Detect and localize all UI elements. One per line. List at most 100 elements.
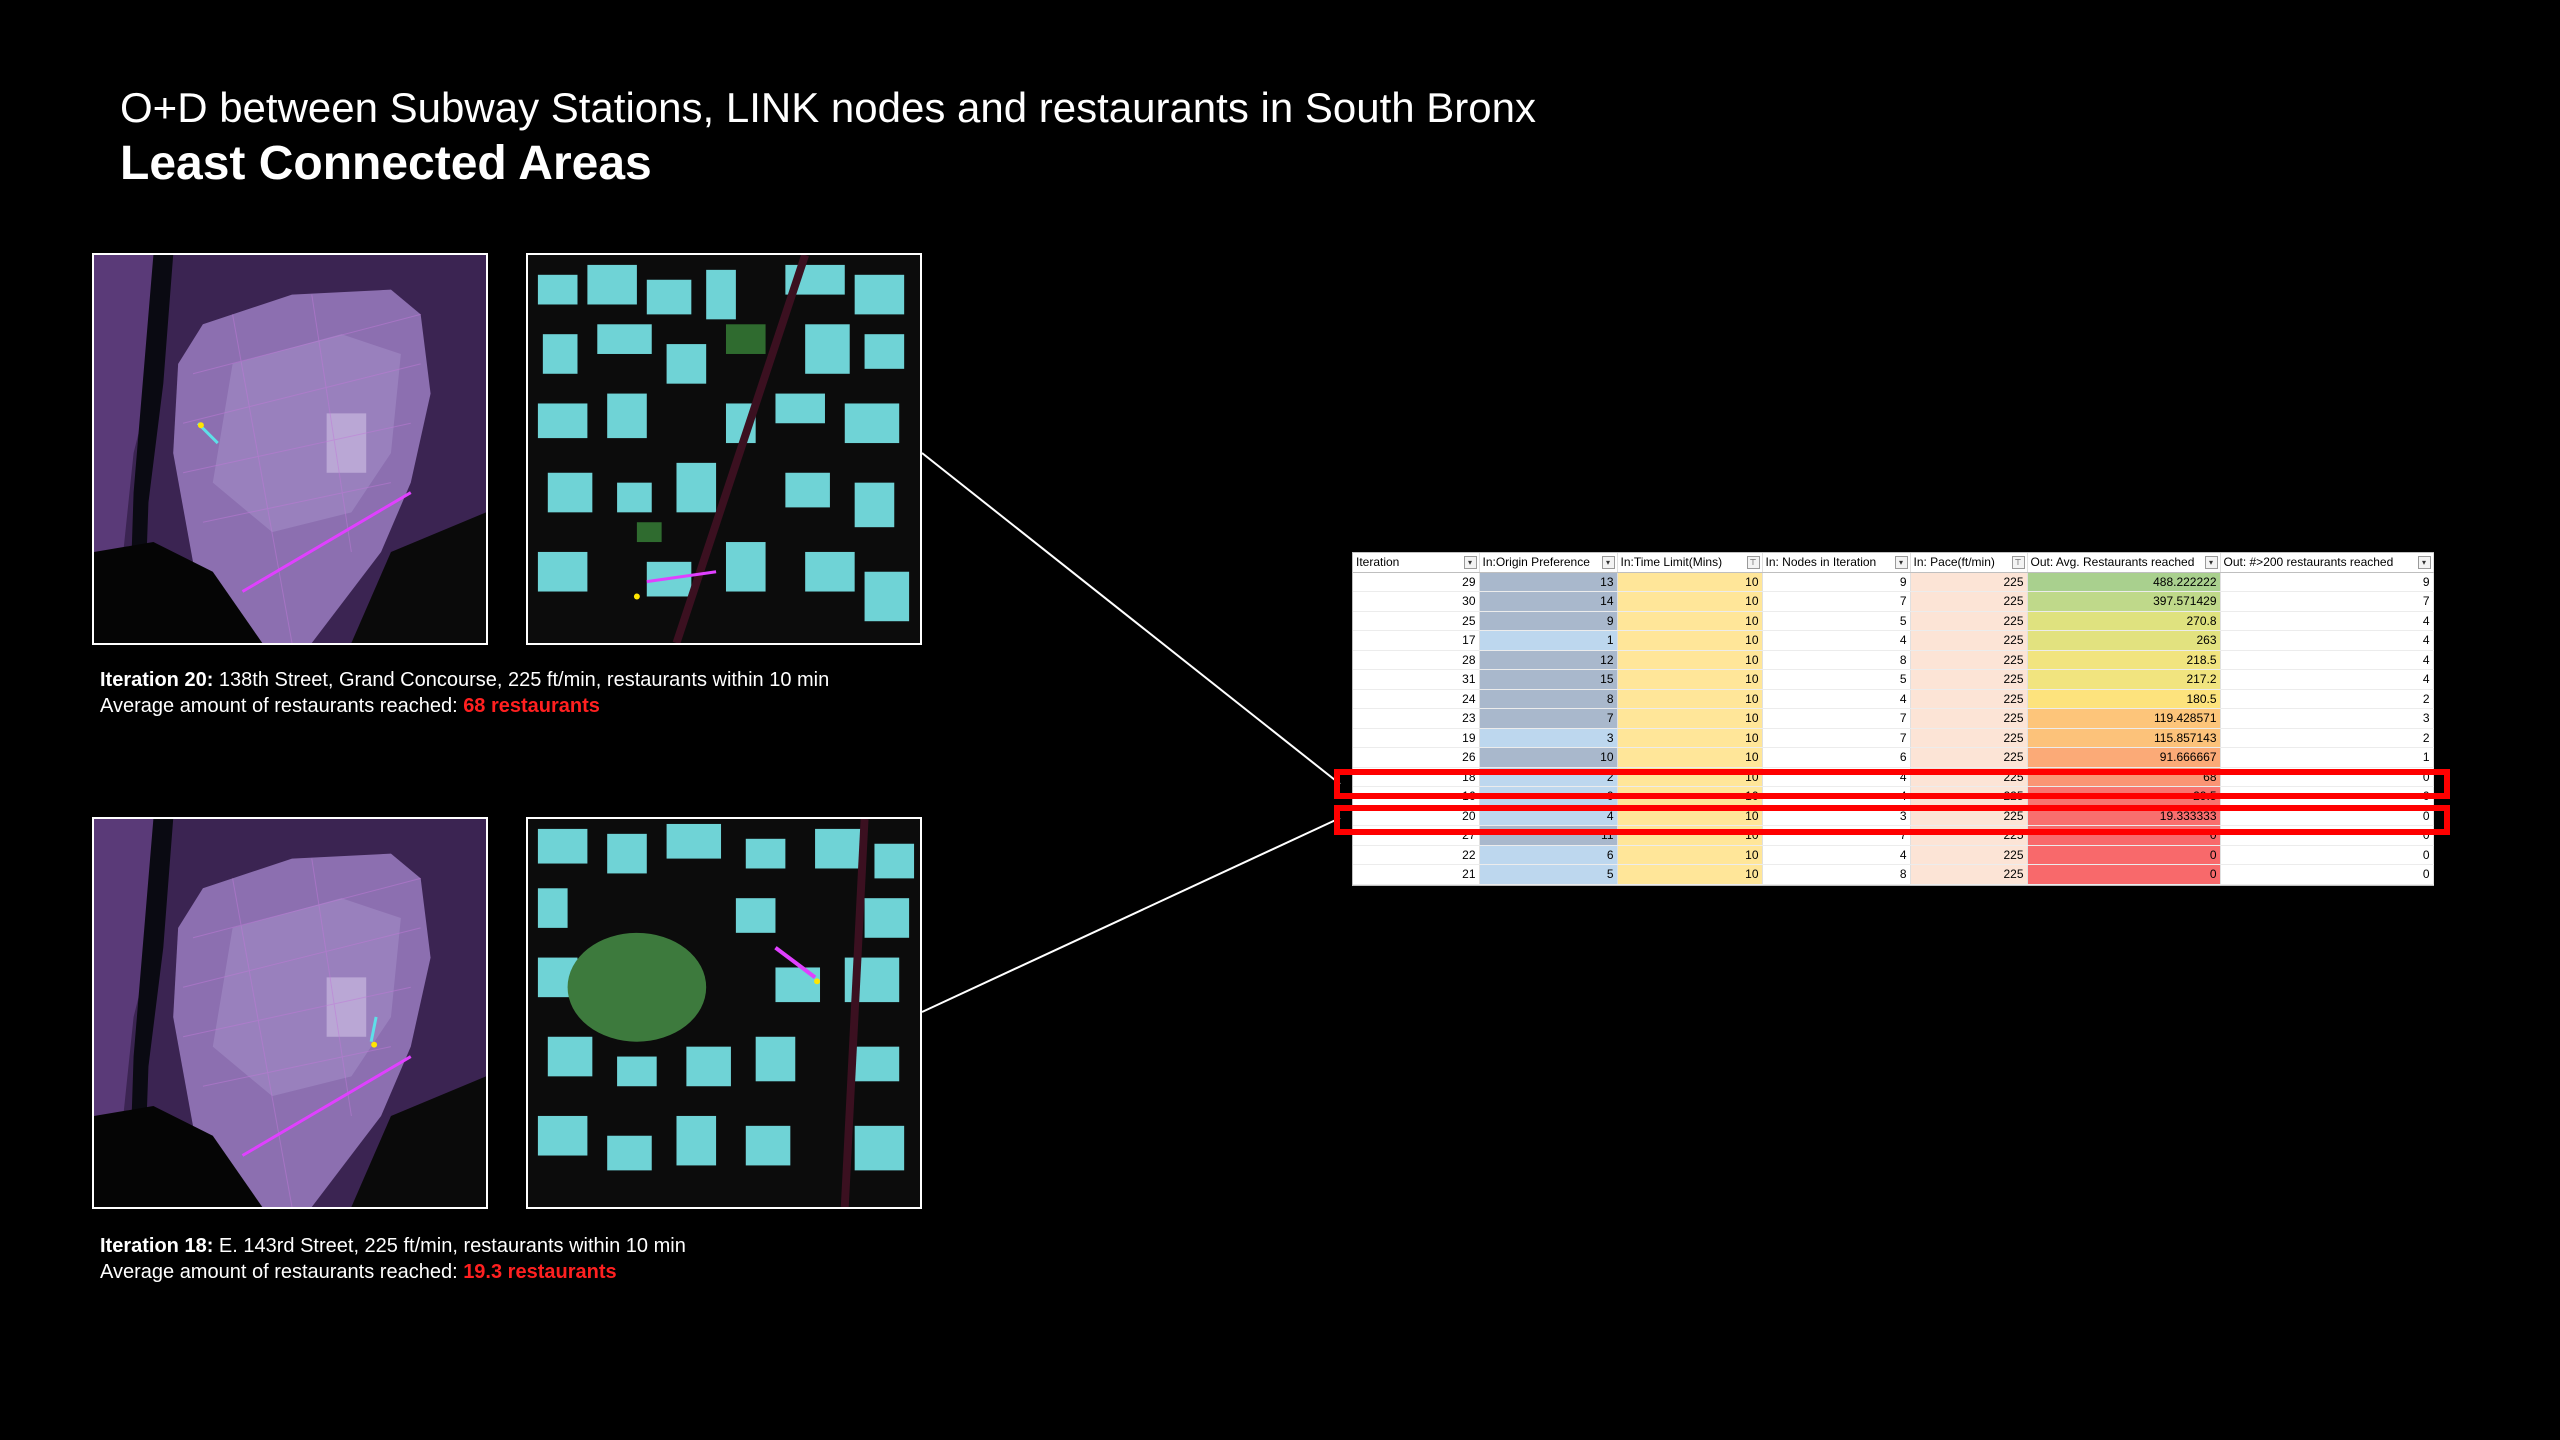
column-header-label: In: Nodes in Iteration xyxy=(1765,555,1877,570)
cell-nodes: 6 xyxy=(1762,747,1911,768)
column-header-label: Out: Avg. Restaurants reached xyxy=(2030,555,2195,570)
cell-origin-preference: 5 xyxy=(1479,864,1618,885)
caption-avg-label: Average amount of restaurants reached: xyxy=(100,695,464,717)
results-table-image: Iteration▾In:Origin Preference▾In:Time L… xyxy=(1352,552,2434,886)
cell-time-limit: 10 xyxy=(1617,747,1763,768)
cell-nodes: 4 xyxy=(1762,630,1911,651)
cell-over-200: 3 xyxy=(2220,708,2434,729)
cell-pace: 225 xyxy=(1910,747,2028,768)
cell-over-200: 2 xyxy=(2220,728,2434,748)
cell-avg-restaurants: 263 xyxy=(2027,630,2221,651)
cell-origin-preference: 7 xyxy=(1479,708,1618,729)
cell-origin-preference: 15 xyxy=(1479,669,1618,690)
cell-origin-preference: 3 xyxy=(1479,728,1618,748)
city-3d-image-bottom xyxy=(526,817,922,1209)
cell-time-limit: 10 xyxy=(1617,650,1763,670)
cell-time-limit: 10 xyxy=(1617,728,1763,748)
table-header-row: Iteration▾In:Origin Preference▾In:Time L… xyxy=(1353,553,2434,573)
cell-pace: 225 xyxy=(1910,591,2028,612)
cell-over-200: 0 xyxy=(2220,845,2434,865)
cell-iteration: 19 xyxy=(1353,728,1480,748)
column-header-iteration: Iteration ▾ xyxy=(1353,553,1480,573)
filter-dropdown-icon[interactable]: ⊤ xyxy=(1746,556,1760,569)
caption-avg-value: 19.3 restaurants xyxy=(463,1261,617,1283)
caption-avg-value: 68 restaurants xyxy=(463,695,600,717)
caption-avg-label: Average amount of restaurants reached: xyxy=(100,1261,464,1283)
caption-label: Iteration 18: xyxy=(100,1235,214,1257)
cell-iteration: 26 xyxy=(1353,747,1480,768)
cell-origin-preference: 9 xyxy=(1479,611,1618,631)
cell-iteration: 30 xyxy=(1353,591,1480,612)
cell-nodes: 5 xyxy=(1762,611,1911,631)
highlight-row-iteration-20 xyxy=(1334,805,2450,835)
cell-over-200: 4 xyxy=(2220,611,2434,631)
cell-avg-restaurants: 218.5 xyxy=(2027,650,2221,670)
cell-avg-restaurants: 488.222222 xyxy=(2027,572,2221,592)
cell-pace: 225 xyxy=(1910,630,2028,651)
cell-iteration: 25 xyxy=(1353,611,1480,631)
filter-dropdown-icon[interactable]: ▾ xyxy=(1894,556,1908,569)
column-header-time-limit: In:Time Limit(Mins)⊤ xyxy=(1617,553,1763,573)
cell-nodes: 5 xyxy=(1762,669,1911,690)
slide-title: Least Connected Areas xyxy=(120,137,652,190)
caption-line-2: Average amount of restaurants reached: 6… xyxy=(100,693,829,719)
map-overview-image-bottom xyxy=(92,817,488,1209)
cell-avg-restaurants: 217.2 xyxy=(2027,669,2221,690)
cell-avg-restaurants: 270.8 xyxy=(2027,611,2221,631)
cell-avg-restaurants: 119.428571 xyxy=(2027,708,2221,729)
filter-dropdown-icon[interactable]: ▾ xyxy=(1601,556,1615,569)
column-header-nodes-in-iteration: In: Nodes in Iteration ▾ xyxy=(1762,553,1911,573)
cell-avg-restaurants: 0 xyxy=(2027,864,2221,885)
cell-nodes: 4 xyxy=(1762,845,1911,865)
cell-time-limit: 10 xyxy=(1617,845,1763,865)
column-header-origin-preference: In:Origin Preference▾ xyxy=(1479,553,1618,573)
cell-nodes: 8 xyxy=(1762,650,1911,670)
connector-line-bottom xyxy=(921,817,1341,1013)
cell-origin-preference: 14 xyxy=(1479,591,1618,612)
cell-avg-restaurants: 115.857143 xyxy=(2027,728,2221,748)
cell-origin-preference: 10 xyxy=(1479,747,1618,768)
column-header-label: In: Pace(ft/min) xyxy=(1913,555,1995,570)
filter-dropdown-icon[interactable]: ▾ xyxy=(1463,556,1477,569)
cell-iteration: 29 xyxy=(1353,572,1480,592)
cell-iteration: 24 xyxy=(1353,689,1480,709)
cell-iteration: 31 xyxy=(1353,669,1480,690)
cell-avg-restaurants: 180.5 xyxy=(2027,689,2221,709)
caption-iteration-18: Iteration 18: E. 143rd Street, 225 ft/mi… xyxy=(100,1233,686,1285)
column-header-label: Iteration xyxy=(1356,555,1400,570)
cell-time-limit: 10 xyxy=(1617,708,1763,729)
cell-pace: 225 xyxy=(1910,689,2028,709)
cell-origin-preference: 13 xyxy=(1479,572,1618,592)
cell-time-limit: 10 xyxy=(1617,572,1763,592)
connector-line-top xyxy=(921,452,1341,785)
filter-dropdown-icon[interactable]: ⊤ xyxy=(2011,556,2025,569)
highlight-row-iteration-18 xyxy=(1334,769,2450,799)
cell-nodes: 7 xyxy=(1762,728,1911,748)
cell-pace: 225 xyxy=(1910,669,2028,690)
cell-over-200: 7 xyxy=(2220,591,2434,612)
column-header-over-200-restaurants: Out: #>200 restaurants reached▾ xyxy=(2220,553,2434,573)
cell-over-200: 4 xyxy=(2220,650,2434,670)
cell-iteration: 22 xyxy=(1353,845,1480,865)
cell-over-200: 9 xyxy=(2220,572,2434,592)
cell-time-limit: 10 xyxy=(1617,669,1763,690)
cell-time-limit: 10 xyxy=(1617,611,1763,631)
cell-over-200: 2 xyxy=(2220,689,2434,709)
cell-iteration: 23 xyxy=(1353,708,1480,729)
filter-dropdown-icon[interactable]: ▾ xyxy=(2417,556,2431,569)
cell-over-200: 0 xyxy=(2220,864,2434,885)
filter-dropdown-icon[interactable]: ▾ xyxy=(2204,556,2218,569)
cell-nodes: 7 xyxy=(1762,591,1911,612)
cell-origin-preference: 12 xyxy=(1479,650,1618,670)
cell-time-limit: 10 xyxy=(1617,689,1763,709)
cell-origin-preference: 8 xyxy=(1479,689,1618,709)
